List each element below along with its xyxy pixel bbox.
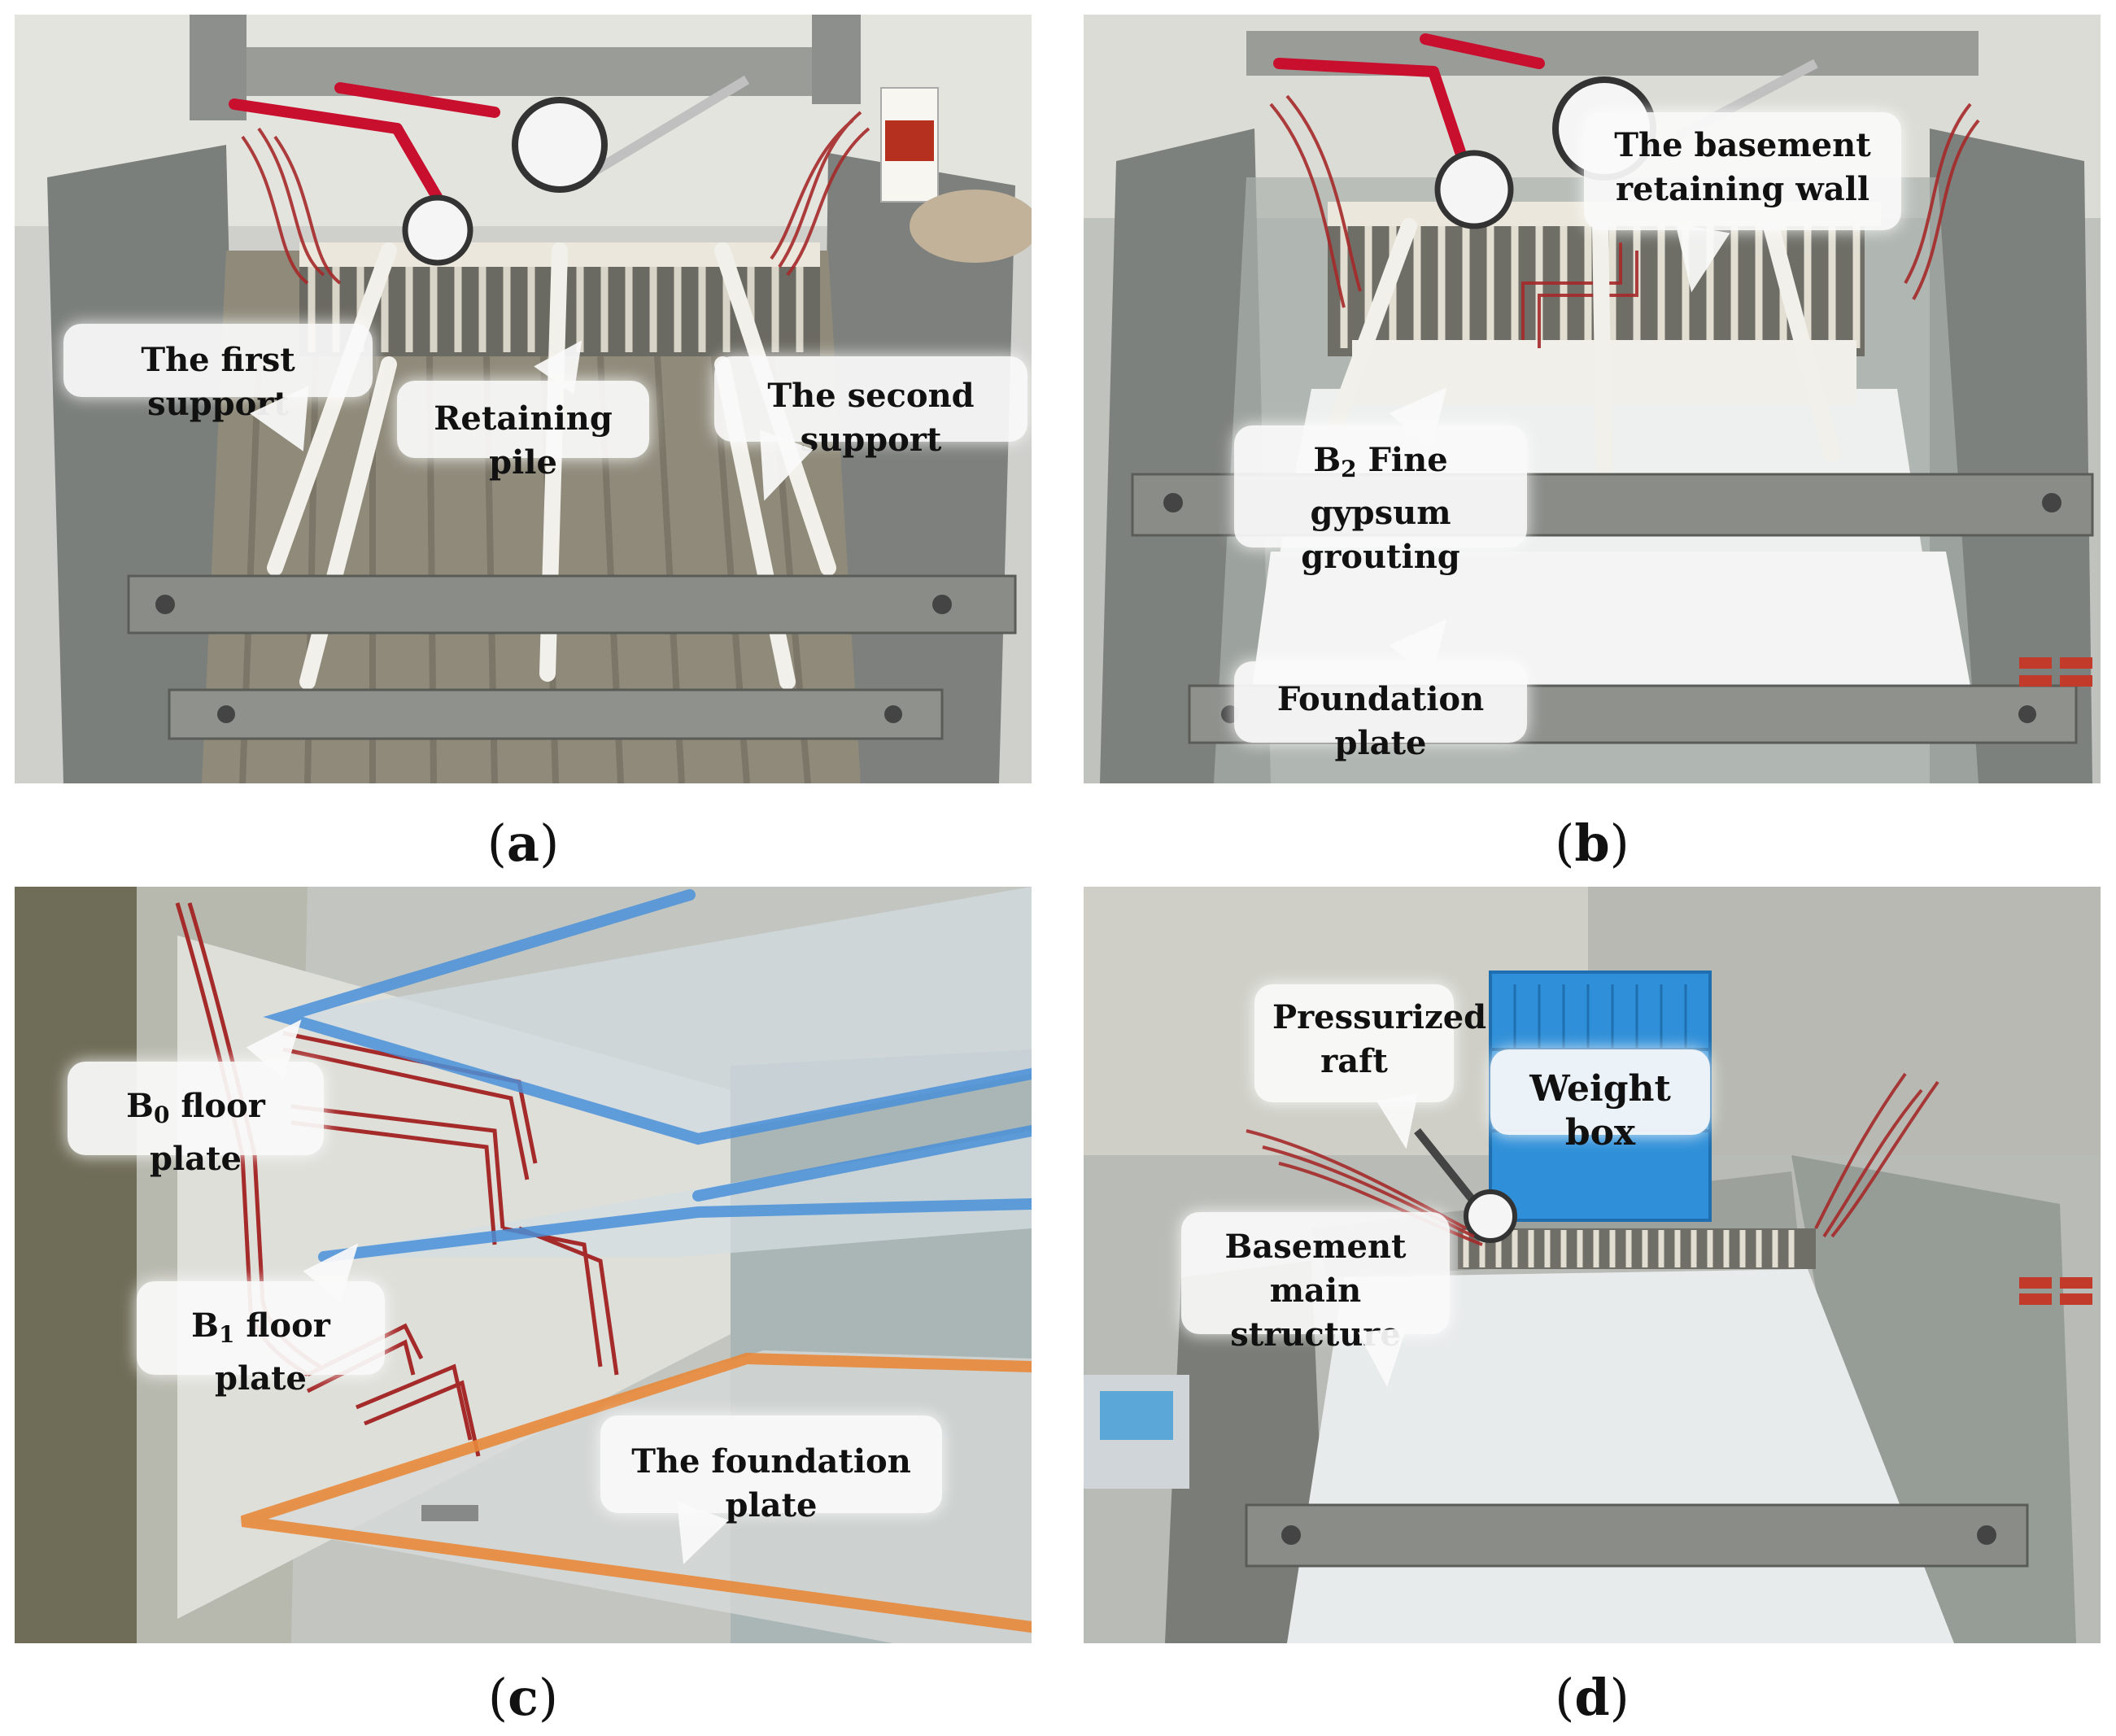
callout-b1-sub: 1 (218, 1321, 235, 1348)
callout-retaining-pile-text: Retaining pile (434, 399, 613, 482)
panel-a-label-letter: a (506, 813, 540, 873)
panel-c-label: (c) (487, 1668, 559, 1727)
callout-retaining-pile: Retaining pile (397, 381, 649, 482)
callout-basement-retaining-wall: The basement retaining wall (1584, 112, 1901, 230)
callout-fine-gypsum-grouting: B2 Fine gypsum grouting (1234, 425, 1527, 576)
callout-c-foundation-plate-text: The foundation plate (631, 1442, 911, 1524)
callout-weight-box: Weight box (1490, 1049, 1710, 1154)
panel-c-photo: B0 floor plate B1 floor plate The founda… (15, 887, 1032, 1643)
callout-main-line1: Basement (1224, 1228, 1407, 1266)
callout-b1-rest: floor plate (214, 1306, 330, 1398)
callout-raft-line1: Pressurized (1272, 998, 1487, 1036)
callout-c-foundation-plate: The foundation plate (600, 1415, 942, 1524)
callout-first-support: The first support (63, 324, 373, 423)
callout-b0-b: B (126, 1087, 154, 1125)
callout-b1-b: B (191, 1306, 219, 1345)
callout-basement-main-structure: Basement main structure (1181, 1212, 1450, 1354)
panel-a-photo: The first support Retaining pile The sec… (15, 15, 1032, 783)
callout-retaining-wall-pointer (1664, 223, 1730, 298)
callout-second-support-text: The second support (767, 377, 975, 459)
panel-d-label: (d) (1555, 1668, 1630, 1727)
callout-grouting-sub: 2 (1341, 456, 1357, 482)
panel-a-label: (a) (486, 813, 560, 873)
panel-c-scene (15, 887, 1032, 1643)
callout-main-line2: main structure (1230, 1271, 1401, 1354)
panel-b-label-letter: b (1574, 813, 1610, 873)
callout-b0-rest: floor plate (149, 1087, 265, 1178)
panel-d-photo: Pressurized raft Weight box Basement mai… (1084, 887, 2101, 1643)
callout-b1-floor-plate: B1 floor plate (137, 1281, 385, 1398)
callout-b0-floor-plate: B0 floor plate (68, 1062, 324, 1178)
callout-foundation-plate: Foundation plate (1234, 661, 1527, 762)
panel-b-label: (b) (1555, 813, 1630, 873)
callout-main-pointer (1358, 1328, 1411, 1389)
callout-pressurized-raft: Pressurized raft (1254, 984, 1487, 1102)
callout-raft-line2: raft (1320, 1042, 1388, 1080)
callout-second-support: The second support (714, 356, 1027, 459)
callout-grouting-line2: grouting (1301, 538, 1460, 576)
panel-b-scene (1084, 15, 2101, 783)
panel-b-photo: The basement retaining wall B2 Fine gyps… (1084, 15, 2101, 783)
callout-retaining-wall-line2: retaining wall (1615, 170, 1870, 208)
panel-d-label-letter: d (1574, 1668, 1610, 1727)
callout-foundation-plate-text: Foundation plate (1276, 680, 1485, 762)
callout-grouting-line1: Fine gypsum (1310, 441, 1451, 532)
callout-grouting-b: B (1313, 441, 1342, 479)
callout-weight-box-text: Weight box (1529, 1068, 1671, 1154)
callout-first-support-text: The first support (141, 341, 295, 423)
callout-b0-sub: 0 (153, 1101, 170, 1128)
panel-c-label-letter: c (508, 1668, 539, 1727)
callout-raft-pointer (1376, 1093, 1428, 1154)
callout-retaining-wall-line1: The basement (1614, 126, 1871, 164)
